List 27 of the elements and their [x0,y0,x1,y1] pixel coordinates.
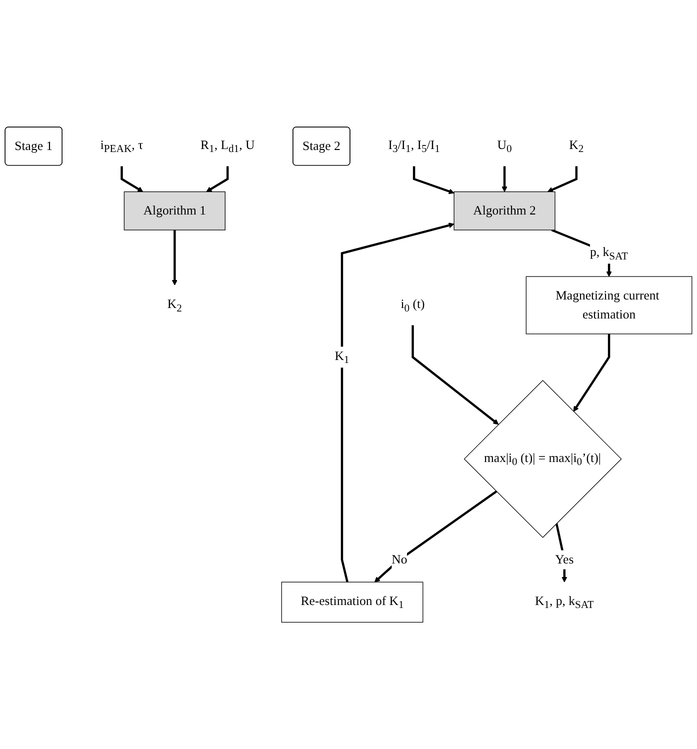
node-diamond: max|i$_{0}$ (t)| = max|i$_{0}$’(t)| [464,380,622,538]
edge-label: p, k$_{SAT}$ [590,246,628,262]
node-text: i$_{0}$ (t) [400,298,425,314]
arrow [547,166,578,193]
node-box: Algorithm 1 [124,192,226,231]
node-text: U$_{0}$ [497,138,512,156]
node-text: I$_{3}$/I$_{1}$, I$_{5}$/I$_{1}$ [388,138,440,156]
node-text: R$_{1}$, L$_{d1}$, U [200,138,255,156]
arrow [340,222,454,583]
node-text: K$_{2}$ [569,138,584,156]
node-box: Re-estimation of K$_{1}$ [281,582,424,623]
node-text: K$_{1}$, p, k$_{SAT}$ [534,594,594,612]
arrow [573,334,610,412]
edge-label: No [392,553,408,568]
node-box: Magnetizing current estimation [526,276,692,335]
node-text: i$_{PEAK}$, τ [100,138,144,156]
node-box: Algorithm 2 [454,192,556,231]
arrow [120,166,144,192]
arrow [412,166,454,194]
arrow [374,490,498,583]
arrow [206,166,229,192]
edge-label: Yes [555,553,574,568]
node-text: K$_{2}$ [167,298,182,314]
arrow [502,166,508,192]
arrow [172,230,178,286]
arrow [412,326,499,425]
edge-label: K$_{1}$ [334,350,350,366]
